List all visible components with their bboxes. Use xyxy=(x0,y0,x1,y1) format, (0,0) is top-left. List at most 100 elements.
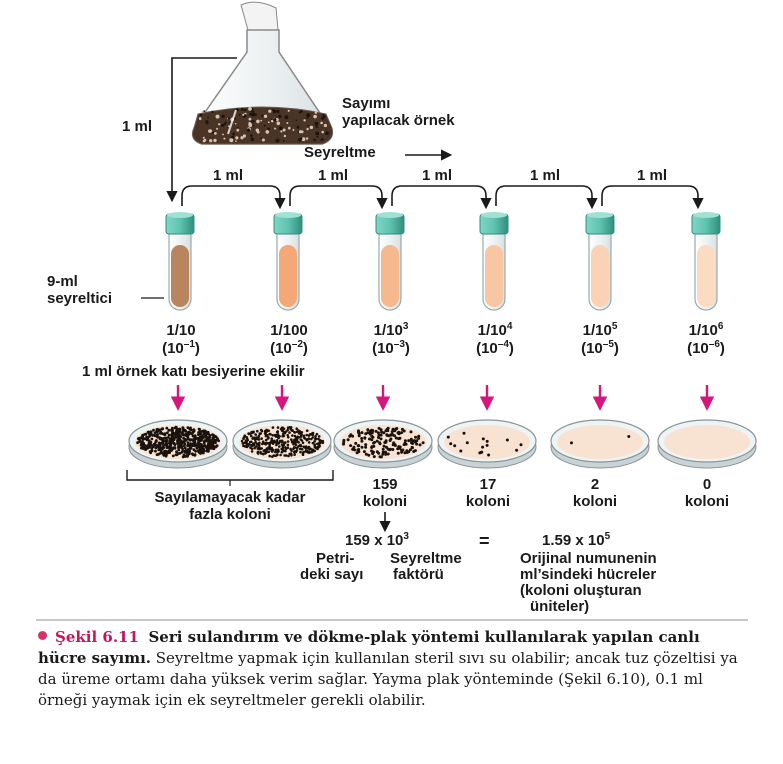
culture-dot xyxy=(252,120,255,123)
colony xyxy=(200,435,203,438)
colony xyxy=(403,451,407,455)
culture-dot xyxy=(263,124,266,127)
colony xyxy=(175,453,179,457)
culture-dot xyxy=(202,139,206,143)
test-tube-3 xyxy=(375,212,405,311)
tube-liquid xyxy=(697,245,715,307)
colony xyxy=(300,447,304,451)
culture-dot xyxy=(248,117,252,121)
colony xyxy=(295,446,299,450)
colony xyxy=(174,425,178,429)
culture-dot xyxy=(211,110,214,114)
culture-dot xyxy=(223,137,226,140)
colony xyxy=(211,441,215,445)
colony xyxy=(417,436,421,440)
colony xyxy=(487,453,491,457)
tube-liquid xyxy=(591,245,609,307)
colony xyxy=(188,431,192,435)
colony xyxy=(168,451,172,454)
colony xyxy=(152,428,155,432)
uncountable-label-line2: fazla koloni xyxy=(189,506,271,523)
colony xyxy=(367,453,371,457)
colony xyxy=(400,450,404,454)
colony xyxy=(298,430,302,433)
colony xyxy=(245,442,249,446)
culture-dot xyxy=(235,140,237,142)
colony xyxy=(317,437,320,441)
colony xyxy=(199,432,203,436)
colony xyxy=(292,446,296,449)
caption-divider xyxy=(36,619,748,621)
colony xyxy=(303,437,307,440)
colony xyxy=(253,438,257,442)
colony xyxy=(275,439,279,442)
colony xyxy=(386,426,390,430)
colony xyxy=(282,430,286,434)
colony xyxy=(260,452,263,455)
colony xyxy=(266,437,270,440)
colony xyxy=(252,430,255,434)
test-tube-6 xyxy=(691,212,721,311)
colony xyxy=(148,444,152,448)
colony xyxy=(171,454,175,458)
culture-dot xyxy=(268,109,272,113)
transfer-label-2: 1 ml xyxy=(318,167,349,184)
colony xyxy=(189,446,192,449)
colony xyxy=(364,443,368,447)
colony xyxy=(271,426,275,429)
culture-dot xyxy=(260,137,263,140)
colony xyxy=(293,434,297,438)
colony xyxy=(136,441,140,445)
colony xyxy=(165,439,168,443)
culture-dot xyxy=(306,113,311,118)
colony xyxy=(177,448,181,452)
colony xyxy=(398,445,402,449)
colony xyxy=(370,438,374,442)
colony xyxy=(270,439,274,442)
colony xyxy=(171,435,175,439)
culture-dot xyxy=(248,123,253,127)
colony xyxy=(175,450,178,454)
colony xyxy=(188,438,192,442)
tube-cap-top xyxy=(693,212,719,218)
colony xyxy=(351,434,355,438)
colony xyxy=(266,441,270,445)
colony xyxy=(150,437,154,441)
colony xyxy=(205,439,208,443)
colony xyxy=(198,446,201,449)
transfer-label-4: 1 ml xyxy=(530,167,561,184)
culture-dot xyxy=(313,114,317,119)
colony xyxy=(245,437,249,440)
colony xyxy=(364,452,368,456)
tube-4-label: 1/104 (10–4) xyxy=(476,321,514,357)
colony xyxy=(212,435,216,439)
colony xyxy=(412,439,416,443)
culture-dot xyxy=(321,130,325,134)
uncountable-bracket xyxy=(126,470,334,481)
colony xyxy=(363,436,367,440)
petri-dish-1 xyxy=(128,419,228,469)
colony xyxy=(272,440,276,444)
tube-cap-top xyxy=(481,212,507,218)
colony xyxy=(515,448,519,452)
colony xyxy=(413,449,417,453)
colony xyxy=(179,435,183,439)
culture-dot xyxy=(314,111,318,114)
colony xyxy=(157,452,161,456)
colony xyxy=(313,443,317,446)
colony xyxy=(183,442,187,446)
culture-dot xyxy=(298,111,302,114)
culture-dot xyxy=(298,130,303,134)
colony xyxy=(382,444,386,448)
colony xyxy=(372,455,376,459)
colony xyxy=(201,429,205,433)
petri-label-line2: deki sayı xyxy=(300,566,364,583)
colony xyxy=(192,438,196,442)
colony xyxy=(172,442,176,445)
colony xyxy=(446,435,450,439)
colony xyxy=(297,441,301,444)
colony xyxy=(415,439,419,443)
colony xyxy=(243,441,247,445)
